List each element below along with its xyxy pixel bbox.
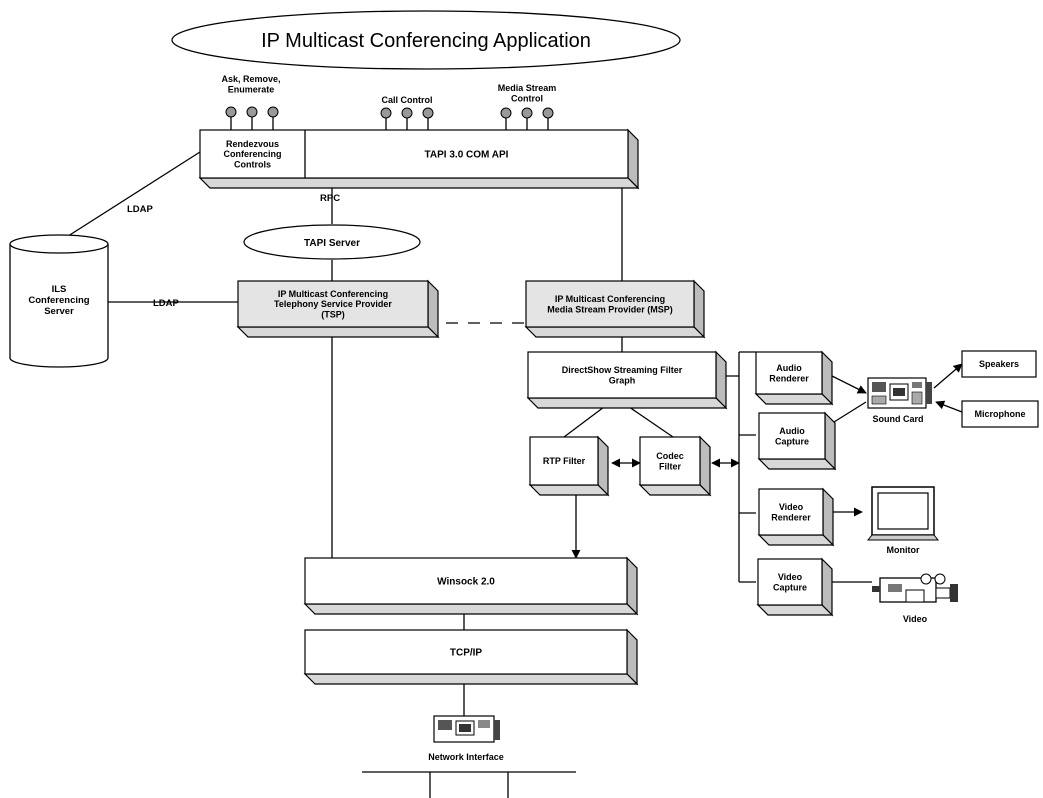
box-bottom — [198, 177, 640, 189]
box-face — [961, 400, 1039, 428]
box-bottom — [757, 458, 837, 470]
application-ellipse: IP Multicast Conferencing Application — [171, 10, 681, 70]
microphone-label: Microphone — [975, 409, 1026, 419]
box-bottom — [236, 326, 440, 338]
api-interface-right — [500, 107, 554, 130]
box-face — [237, 280, 429, 328]
monitor-label: Monitor — [887, 545, 920, 555]
box-bottom — [303, 673, 639, 685]
box-tcpip: TCP/IP — [303, 628, 639, 686]
box-face — [758, 412, 826, 460]
api-interface-mid — [380, 107, 434, 130]
box-bottom — [757, 534, 835, 546]
box-winsock: Winsock 2.0 — [303, 556, 639, 616]
tapi-com-label: TAPI 3.0 COM API — [425, 150, 509, 161]
box-bottom — [528, 484, 610, 496]
sound-card-icon: Sound Card — [867, 377, 932, 424]
box-face — [527, 351, 717, 399]
box-bottom — [754, 393, 834, 405]
speakers-label: Speakers — [979, 359, 1019, 369]
box-face — [757, 558, 823, 606]
rtp-label: RTP Filter — [543, 456, 586, 466]
box-face — [755, 351, 823, 395]
tapi-server-ellipse: TAPI Server — [243, 224, 421, 260]
box-face — [199, 129, 629, 179]
video-camera-icon: Video — [872, 573, 958, 624]
tapi-server-label: TAPI Server — [304, 238, 360, 249]
api-interfaces — [225, 106, 554, 130]
box-rtp: RTP Filter — [528, 435, 610, 497]
box-bottom — [638, 484, 712, 496]
box-bottom — [526, 397, 728, 409]
app-title: IP Multicast Conferencing Application — [261, 30, 591, 52]
box-face — [639, 436, 701, 486]
box-bottom — [756, 604, 834, 616]
connector-lines — [64, 151, 963, 798]
sound-card-label: Sound Card — [873, 414, 924, 424]
api-mid-label: Call Control — [382, 95, 433, 105]
box-speakers: Speakers — [961, 350, 1037, 378]
network-interface-icon: Network Interface — [428, 715, 504, 762]
network-interface-label: Network Interface — [428, 752, 504, 762]
box-face — [304, 557, 628, 605]
box-bottom — [303, 603, 639, 615]
api-left-label: Ask, Remove,Enumerate — [221, 74, 280, 94]
winsock-label: Winsock 2.0 — [437, 577, 495, 588]
box-face — [304, 629, 628, 675]
box-face — [529, 436, 599, 486]
box-bottom — [524, 326, 706, 338]
box-face — [758, 488, 824, 536]
box-face — [525, 280, 695, 328]
tcpip-label: TCP/IP — [450, 648, 483, 659]
monitor-icon: Monitor — [866, 486, 940, 555]
box-face — [961, 350, 1037, 378]
api-interface-left — [225, 106, 279, 130]
box-microphone: Microphone — [961, 400, 1039, 428]
video-label: Video — [903, 614, 928, 624]
ldap-top-label: LDAP — [127, 204, 154, 215]
ldap-left-label: LDAP — [153, 298, 180, 309]
rpc-label: RPC — [320, 193, 340, 204]
